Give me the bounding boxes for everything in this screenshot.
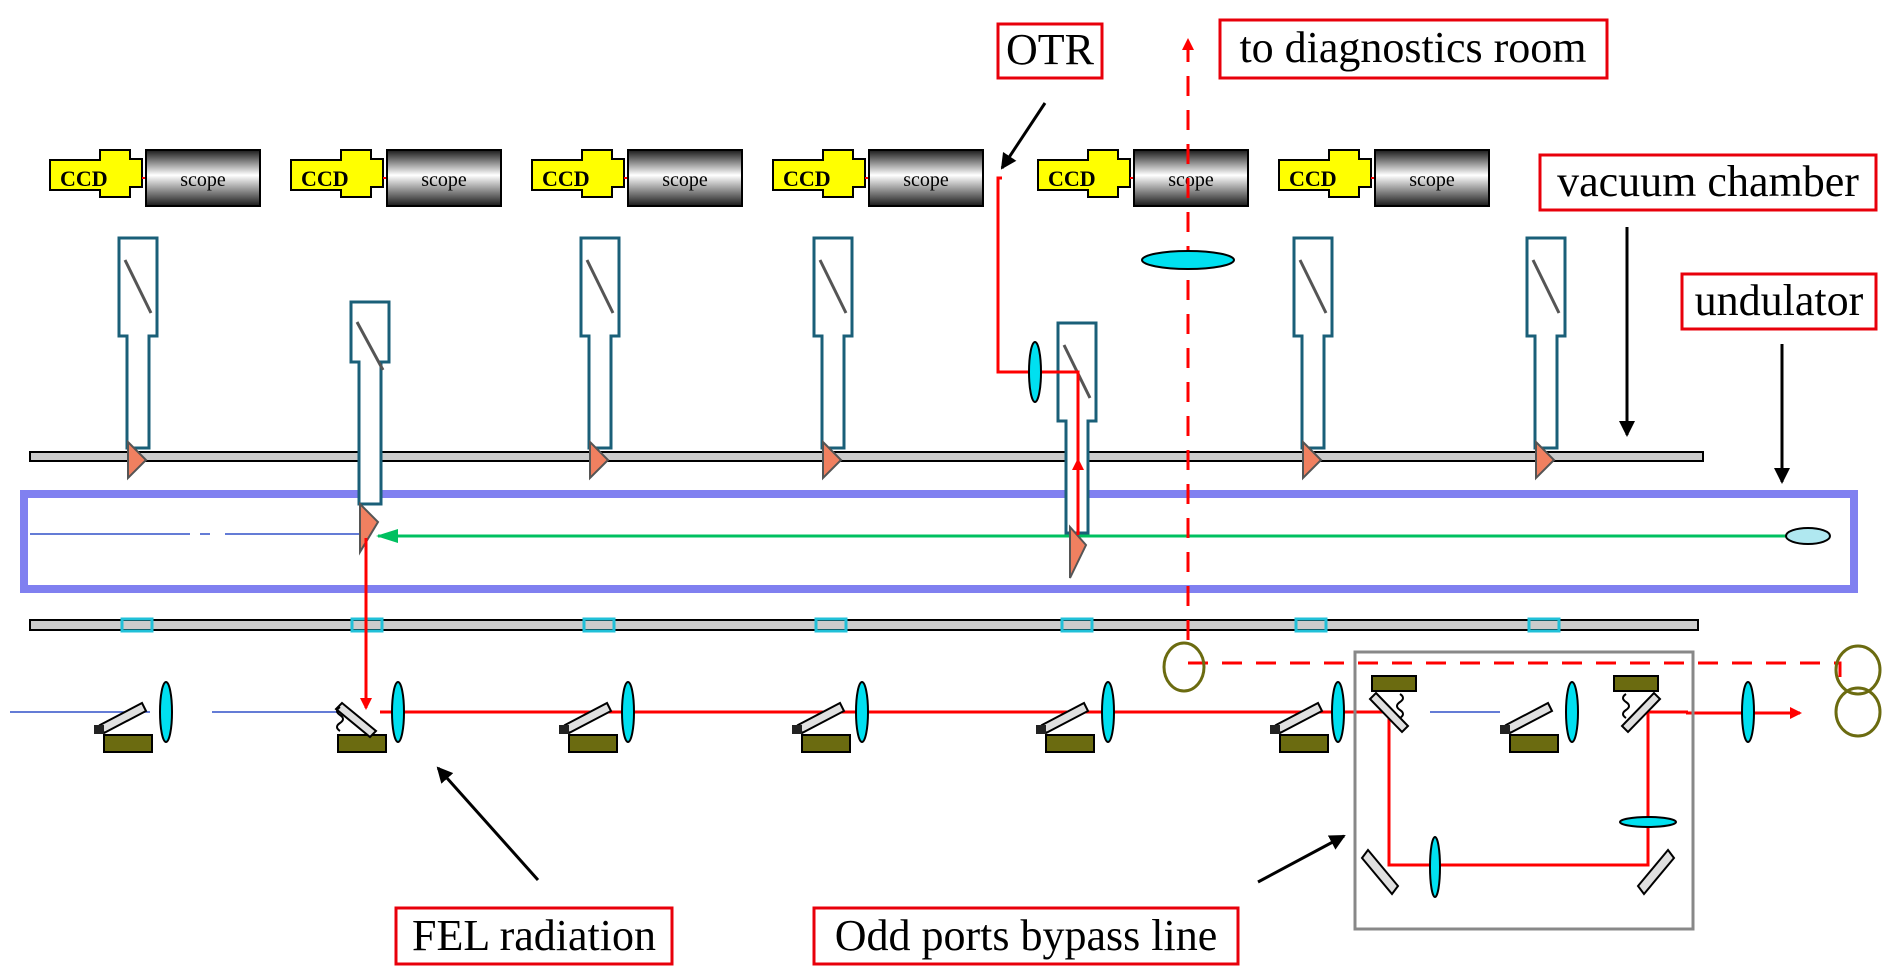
scope-label: scope xyxy=(903,169,949,191)
probe-actuator xyxy=(349,300,391,556)
otr-path xyxy=(996,176,1084,535)
otr-lens xyxy=(1028,341,1042,403)
mirror-mount xyxy=(792,701,851,753)
ccd-label: CCD xyxy=(60,166,108,191)
vacuum-chamber-label: vacuum chamber xyxy=(1557,157,1859,206)
scope-label: scope xyxy=(662,169,708,191)
bypass-mirror xyxy=(1360,848,1400,896)
bypass-line-label: Odd ports bypass line xyxy=(835,911,1218,960)
probe-mirror xyxy=(127,439,148,481)
ccd-camera xyxy=(49,149,143,198)
probe-actuator xyxy=(812,236,854,481)
labels: OTR to diagnostics room vacuum chamber u… xyxy=(394,18,1878,966)
probes xyxy=(117,236,1567,579)
probe-mirror xyxy=(822,439,843,481)
undulator-label-box xyxy=(1680,272,1878,331)
undulator xyxy=(20,490,1858,593)
transport-lenses xyxy=(159,681,1755,898)
to-diagnostics-label-box xyxy=(1218,18,1609,80)
camera-unit: CCD scope xyxy=(772,149,984,207)
bypass-enclosure xyxy=(1353,650,1695,931)
probe-mirror xyxy=(1535,439,1556,481)
mirror-mount xyxy=(1500,701,1559,753)
camera-unit: CCD scope xyxy=(49,149,261,207)
otr-label: OTR xyxy=(1006,25,1095,74)
bypass-mirror xyxy=(1613,675,1662,734)
diagnostics-beam xyxy=(1141,38,1882,738)
mirror-mount xyxy=(559,701,618,753)
scope xyxy=(145,149,261,207)
otr-label-box xyxy=(996,22,1104,80)
vacuum-chamber-upper-wall xyxy=(29,451,1704,462)
scope xyxy=(627,149,743,207)
electron-source xyxy=(1785,527,1831,545)
flip-mirror xyxy=(334,701,387,753)
beam-port xyxy=(1834,644,1882,696)
ccd-camera xyxy=(1278,149,1372,198)
camera-unit: CCD scope xyxy=(1278,149,1490,207)
probe-actuator xyxy=(1292,236,1334,481)
to-diagnostics-label: to diagnostics room xyxy=(1239,23,1586,72)
ccd-label: CCD xyxy=(783,166,831,191)
mirror-mount xyxy=(1270,701,1329,753)
probe-mirror xyxy=(1069,524,1088,579)
scope-label: scope xyxy=(421,169,467,191)
ccd-camera xyxy=(290,149,384,198)
probe-actuator xyxy=(579,236,621,481)
bypass-mirror xyxy=(1636,848,1676,896)
beam-port xyxy=(1162,641,1206,693)
beam-port xyxy=(1834,686,1882,738)
camera-unit: CCD scope xyxy=(531,149,743,207)
scope xyxy=(1133,149,1249,207)
pointer-arrows xyxy=(436,102,1790,884)
probe-actuator xyxy=(117,236,159,481)
mirror-mount xyxy=(1036,701,1095,753)
scope-label: scope xyxy=(180,169,226,191)
bypass-line-label-box xyxy=(812,906,1240,966)
ccd-label: CCD xyxy=(542,166,590,191)
camera-units: CCD scope CCD scope CCD scope CCD scope xyxy=(49,149,1490,207)
undulator-label: undulator xyxy=(1695,276,1864,325)
diagnostics-lens xyxy=(1141,250,1235,270)
camera-unit: CCD scope xyxy=(290,149,502,207)
ccd-label: CCD xyxy=(1289,166,1337,191)
mirror-mount xyxy=(94,701,153,753)
probe-mirror xyxy=(1302,439,1323,481)
probe-mirror xyxy=(589,439,610,481)
vacuum-chamber-lower-wall xyxy=(29,619,1699,631)
ccd-camera xyxy=(531,149,625,198)
scope xyxy=(386,149,502,207)
vacuum-chamber xyxy=(29,451,1704,633)
scope-label: scope xyxy=(1168,169,1214,191)
scope xyxy=(868,149,984,207)
ccd-camera xyxy=(1037,149,1131,198)
bypass-mirror xyxy=(1368,675,1417,734)
ccd-camera xyxy=(772,149,866,198)
ccd-label: CCD xyxy=(1048,166,1096,191)
ccd-label: CCD xyxy=(301,166,349,191)
fel-radiation-label: FEL radiation xyxy=(412,911,656,960)
probe-mirror xyxy=(359,501,380,556)
scope-label: scope xyxy=(1409,169,1455,191)
mirror-mounts xyxy=(94,675,1676,896)
fel-radiation-label-box xyxy=(394,906,674,966)
scope xyxy=(1374,149,1490,207)
camera-unit: CCD scope xyxy=(1037,149,1249,207)
vacuum-chamber-label-box xyxy=(1538,153,1878,212)
probe-actuator xyxy=(1525,236,1567,481)
